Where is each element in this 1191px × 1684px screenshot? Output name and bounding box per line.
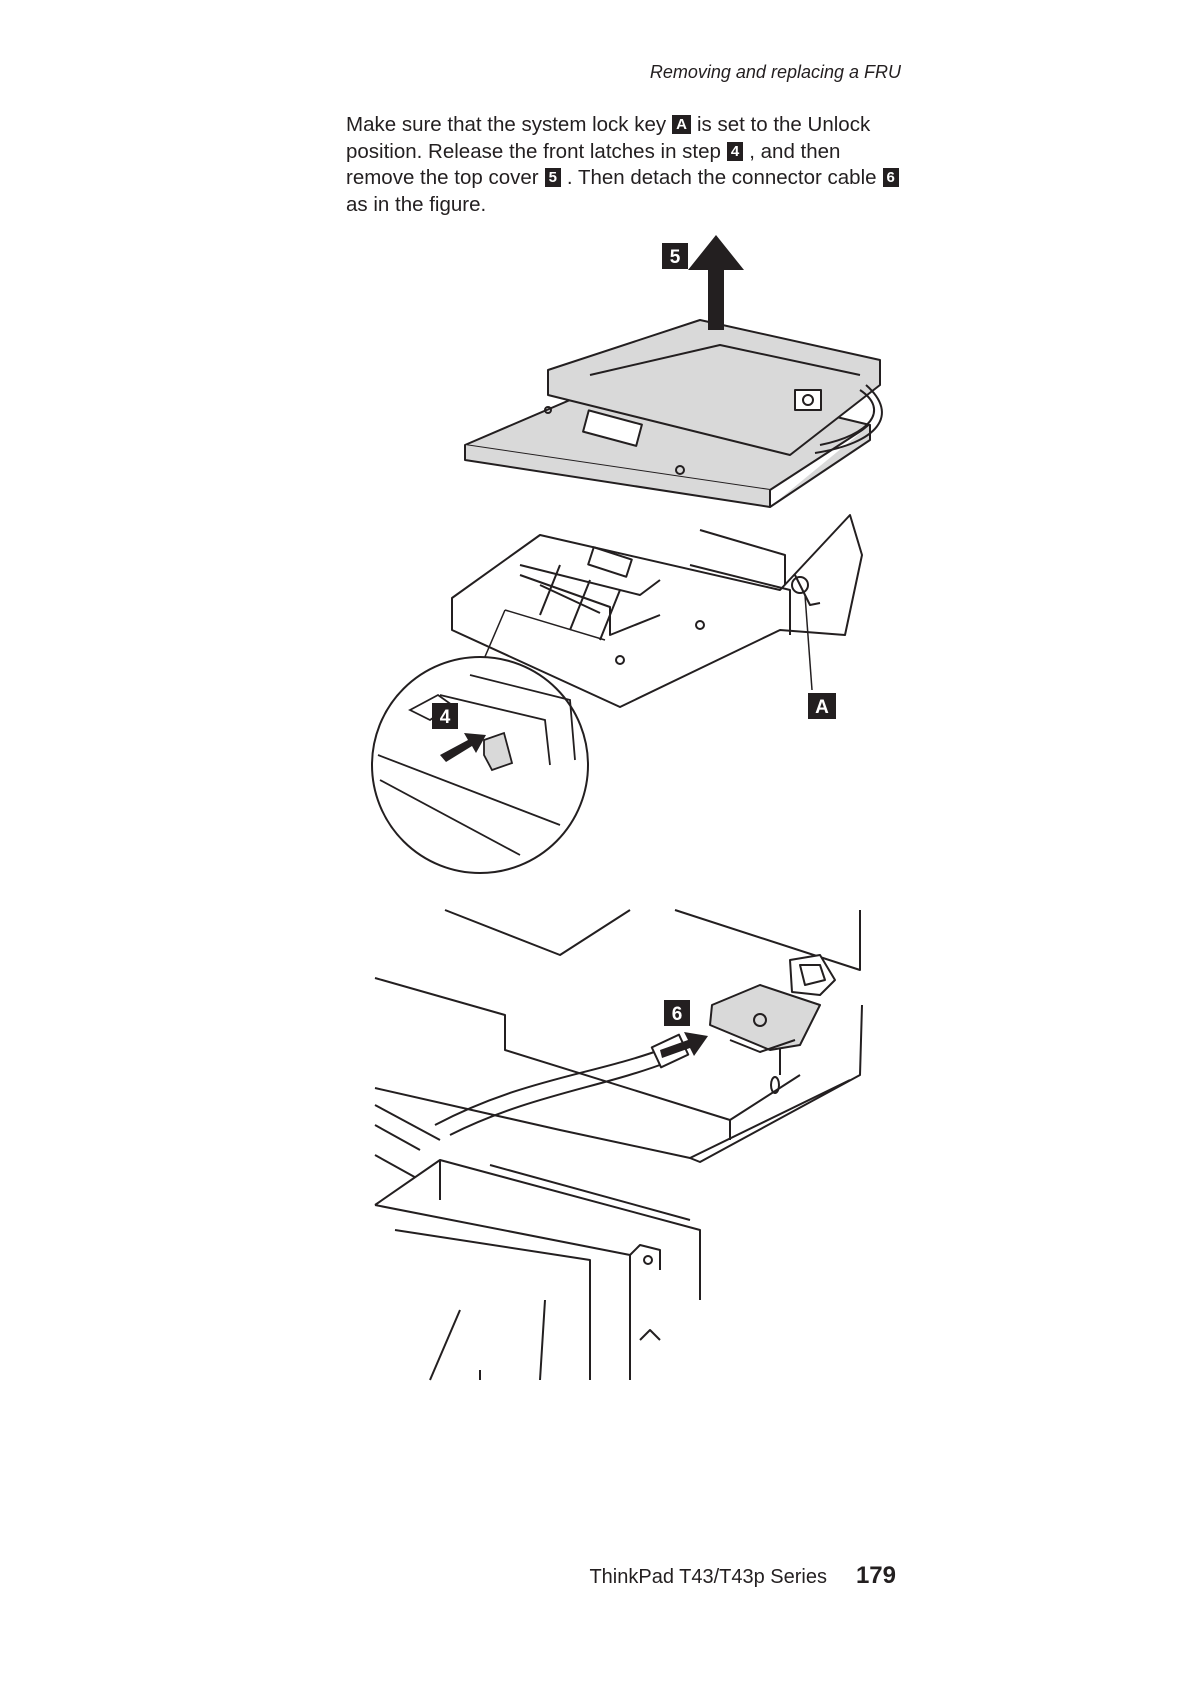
lift-arrow-icon: [688, 235, 744, 330]
callout-label-a: A: [815, 697, 829, 718]
dock-top-cover-figure: 5 A 4: [0, 235, 1191, 885]
instruction-text-5: as in the figure.: [346, 193, 486, 216]
callout-badge-4: 4: [727, 142, 743, 161]
callout-badge-6: 6: [883, 168, 899, 187]
footer-series-title: ThinkPad T43/T43p Series: [589, 1566, 827, 1589]
instruction-text-1: Make sure that the system lock key: [346, 113, 666, 136]
connector-cable-figure: 6: [0, 900, 1191, 1400]
instruction-text-4: . Then detach the connector cable: [567, 166, 877, 189]
callout-label-6: 6: [672, 1004, 683, 1025]
callout-label-5: 5: [670, 247, 681, 268]
callout-badge-a: A: [672, 115, 691, 134]
running-header: Removing and replacing a FRU: [650, 62, 901, 83]
page-number: 179: [856, 1562, 896, 1590]
callout-label-4: 4: [440, 707, 451, 728]
callout-badge-5: 5: [545, 168, 561, 187]
